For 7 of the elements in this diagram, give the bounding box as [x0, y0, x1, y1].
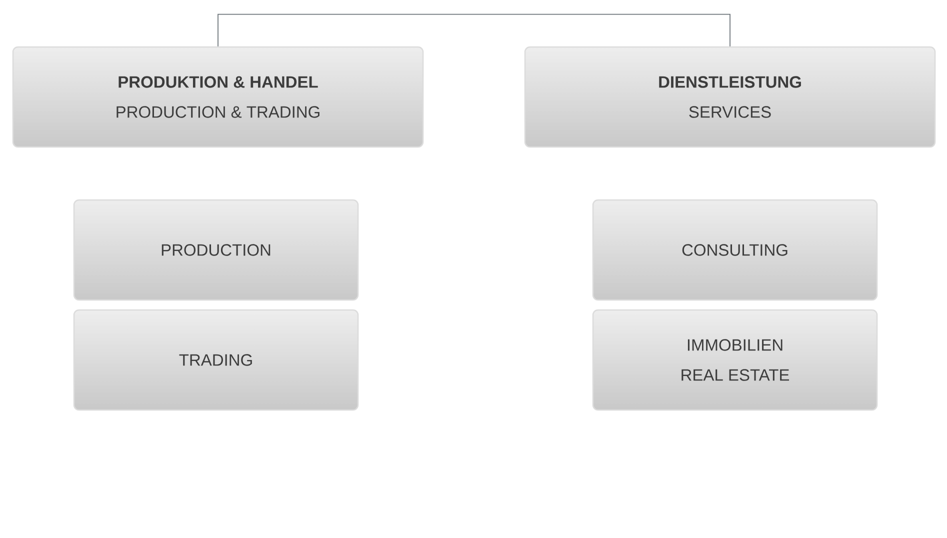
category-box: DIENSTLEISTUNG SERVICES: [524, 46, 936, 148]
category-box: PRODUCTION: [73, 199, 359, 301]
connector-line: [218, 14, 730, 47]
category-box: CONSULTING: [592, 199, 878, 301]
category-box: IMMOBILIEN REAL ESTATE: [592, 309, 878, 411]
category-box: TRADING: [73, 309, 359, 411]
category-box: PRODUKTION & HANDEL PRODUCTION & TRADING: [12, 46, 424, 148]
